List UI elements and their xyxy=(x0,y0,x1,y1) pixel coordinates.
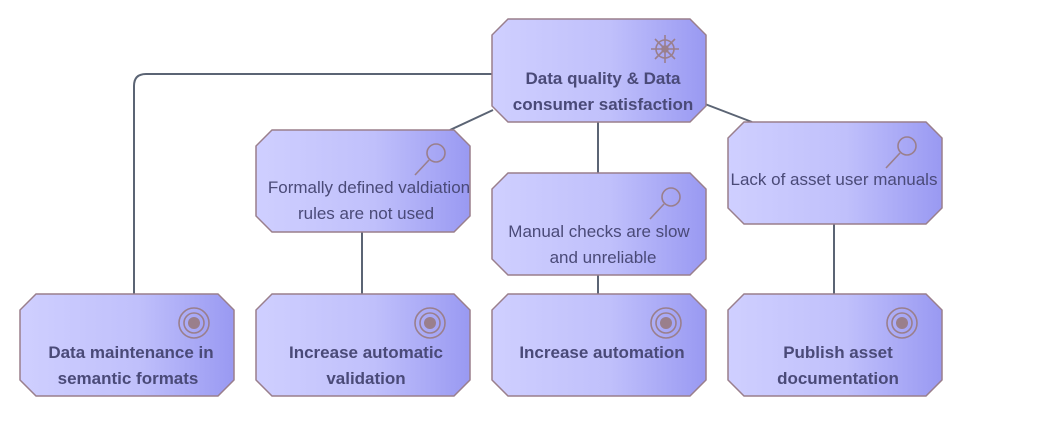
driver-wheel-icon xyxy=(651,35,679,63)
goal-node-semantic-formats[interactable]: Data maintenance in semantic formats xyxy=(19,293,235,397)
goal-automation-label-line1: Increase automation xyxy=(519,343,684,362)
connector-driver-to-assessment-manuals xyxy=(704,103,753,123)
assessment-manual-label-line2: and unreliable xyxy=(550,248,657,267)
assessment-manuals-label-line1: Lack of asset user manuals xyxy=(731,170,938,189)
connector-driver-to-goal-semantic xyxy=(133,73,493,294)
assessment-manual-label-line1: Manual checks are slow xyxy=(508,222,690,241)
assessment-rules-label-line1: Formally defined valdiation xyxy=(268,178,470,197)
goal-validation-label-line1: Increase automatic xyxy=(289,343,443,362)
assessment-node-user-manuals[interactable]: Lack of asset user manuals xyxy=(727,121,943,225)
goal-docs-label-line1: Publish asset xyxy=(783,343,893,362)
target-icon xyxy=(650,307,682,339)
driver-label-line2: consumer satisfaction xyxy=(513,95,693,114)
assessment-node-validation-rules[interactable]: Formally defined valdiation rules are no… xyxy=(255,129,471,233)
target-icon xyxy=(414,307,446,339)
goal-semantic-label-line1: Data maintenance in xyxy=(48,343,213,362)
driver-label-line1: Data quality & Data xyxy=(526,69,681,88)
target-icon xyxy=(886,307,918,339)
target-icon xyxy=(178,307,210,339)
magnifier-icon xyxy=(649,187,681,220)
goal-node-automatic-validation[interactable]: Increase automatic validation xyxy=(255,293,471,397)
magnifier-icon xyxy=(885,136,917,169)
goal-semantic-label-line2: semantic formats xyxy=(58,369,199,388)
driver-node[interactable]: Data quality & Data consumer satisfactio… xyxy=(491,18,707,123)
connector-driver-to-assessment-rules xyxy=(449,109,494,131)
goal-validation-label-line2: validation xyxy=(326,369,405,388)
assessment-node-manual-checks[interactable]: Manual checks are slow and unreliable xyxy=(491,172,707,276)
goal-docs-label-line2: documentation xyxy=(777,369,899,388)
connectors xyxy=(133,73,835,294)
goal-node-publish-documentation[interactable]: Publish asset documentation xyxy=(727,293,943,397)
assessment-rules-label-line2: rules are not used xyxy=(298,204,434,223)
magnifier-icon xyxy=(414,143,446,176)
goal-node-increase-automation[interactable]: Increase automation xyxy=(491,293,707,397)
